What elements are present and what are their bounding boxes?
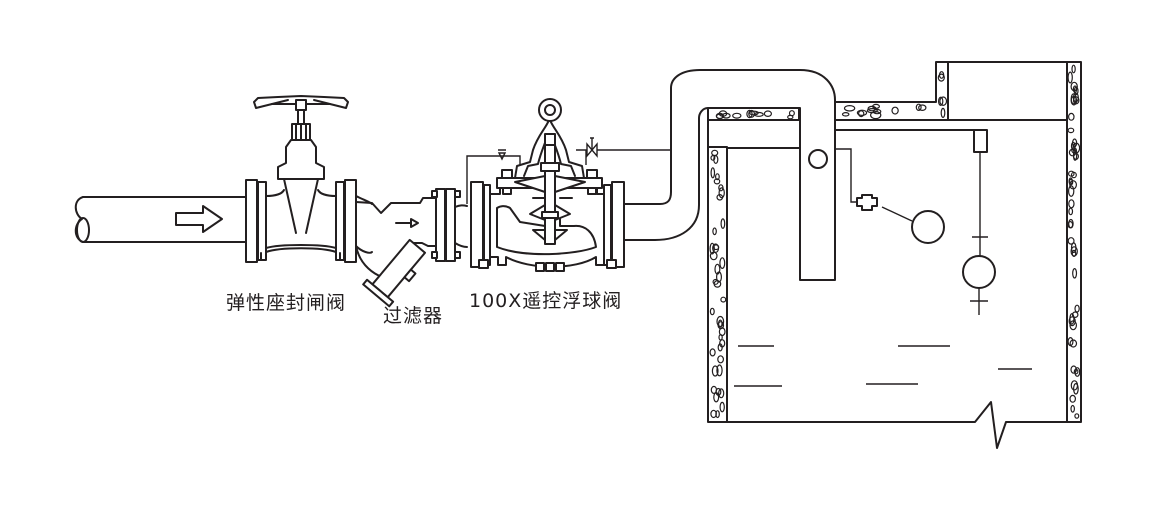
pebble xyxy=(709,307,715,316)
pebble xyxy=(1068,207,1074,216)
pebble xyxy=(870,110,882,120)
pebble xyxy=(915,103,922,112)
pebble xyxy=(720,218,726,229)
pebble xyxy=(1069,394,1077,403)
pebble xyxy=(1068,112,1075,121)
pebble xyxy=(720,296,727,303)
pebble xyxy=(1074,304,1080,313)
pebble xyxy=(1074,413,1080,419)
pebble xyxy=(1072,267,1078,279)
pebble xyxy=(711,365,719,377)
pebble xyxy=(1073,86,1079,96)
float-control-valve xyxy=(466,98,672,272)
pebble xyxy=(719,401,725,413)
pebble xyxy=(1072,149,1078,161)
gate-valve xyxy=(245,95,357,263)
pebble xyxy=(719,257,726,270)
concrete-texture xyxy=(709,64,1081,419)
pebble xyxy=(716,194,724,201)
pebble xyxy=(709,348,716,357)
pebble xyxy=(940,107,946,119)
inlet-pipe xyxy=(74,196,246,243)
float-valve-label: 100X遥控浮球阀 xyxy=(469,290,623,312)
pebble xyxy=(1070,380,1079,391)
flow-arrow-icon xyxy=(175,205,223,233)
pebble xyxy=(746,109,753,119)
pebble xyxy=(843,105,856,112)
riser-pipe xyxy=(623,69,836,281)
pebble xyxy=(1067,127,1075,134)
pebble xyxy=(1069,320,1078,331)
pebble xyxy=(763,110,773,118)
pebble xyxy=(1067,185,1075,197)
pebble xyxy=(1068,170,1075,177)
pebble xyxy=(718,327,726,337)
pebble xyxy=(1069,339,1078,348)
pebble xyxy=(712,227,717,236)
pebble xyxy=(732,112,742,119)
pebble xyxy=(1067,237,1075,245)
pebble xyxy=(1070,404,1076,413)
pebble xyxy=(713,178,721,185)
pebble xyxy=(1072,96,1080,105)
pebble xyxy=(709,251,718,261)
pebble xyxy=(748,109,755,118)
pebble xyxy=(717,355,724,364)
pebble xyxy=(715,173,720,181)
pebble xyxy=(716,315,725,328)
pebble xyxy=(918,104,927,112)
strainer-flow-arrow-icon xyxy=(395,218,419,228)
pebble xyxy=(715,271,722,283)
pebble xyxy=(1068,178,1074,186)
pebble xyxy=(939,96,948,106)
pebble xyxy=(1068,218,1074,229)
strainer-label: 过滤器 xyxy=(383,305,444,327)
pebble xyxy=(937,73,945,82)
pebble xyxy=(712,278,719,285)
pebble xyxy=(718,187,725,199)
pebble xyxy=(710,167,716,179)
pebble xyxy=(716,364,723,377)
pebble xyxy=(867,105,877,112)
pebble xyxy=(1073,368,1079,375)
pebble xyxy=(718,388,725,399)
pebble xyxy=(1068,199,1075,209)
pebble xyxy=(1071,64,1076,74)
gate-valve-label: 弹性座封闸阀 xyxy=(226,292,347,314)
pebble xyxy=(709,242,715,255)
pebble xyxy=(710,385,718,394)
pebble xyxy=(788,110,795,117)
pebble xyxy=(1071,311,1079,319)
pebble xyxy=(1069,313,1075,325)
pebble xyxy=(938,71,945,79)
pebble xyxy=(841,112,850,117)
strainer xyxy=(355,188,468,308)
pebble xyxy=(1068,316,1076,327)
pebble xyxy=(938,96,944,107)
pebble xyxy=(1071,249,1077,257)
pebble xyxy=(1072,382,1079,395)
pebble xyxy=(891,106,899,115)
water-tank xyxy=(707,61,1082,449)
pebble xyxy=(1067,71,1073,84)
pebble xyxy=(711,149,719,157)
pebble xyxy=(856,109,868,117)
pebble xyxy=(719,339,726,348)
pebble xyxy=(713,155,719,165)
pebble xyxy=(715,113,724,120)
pebble xyxy=(715,410,720,419)
